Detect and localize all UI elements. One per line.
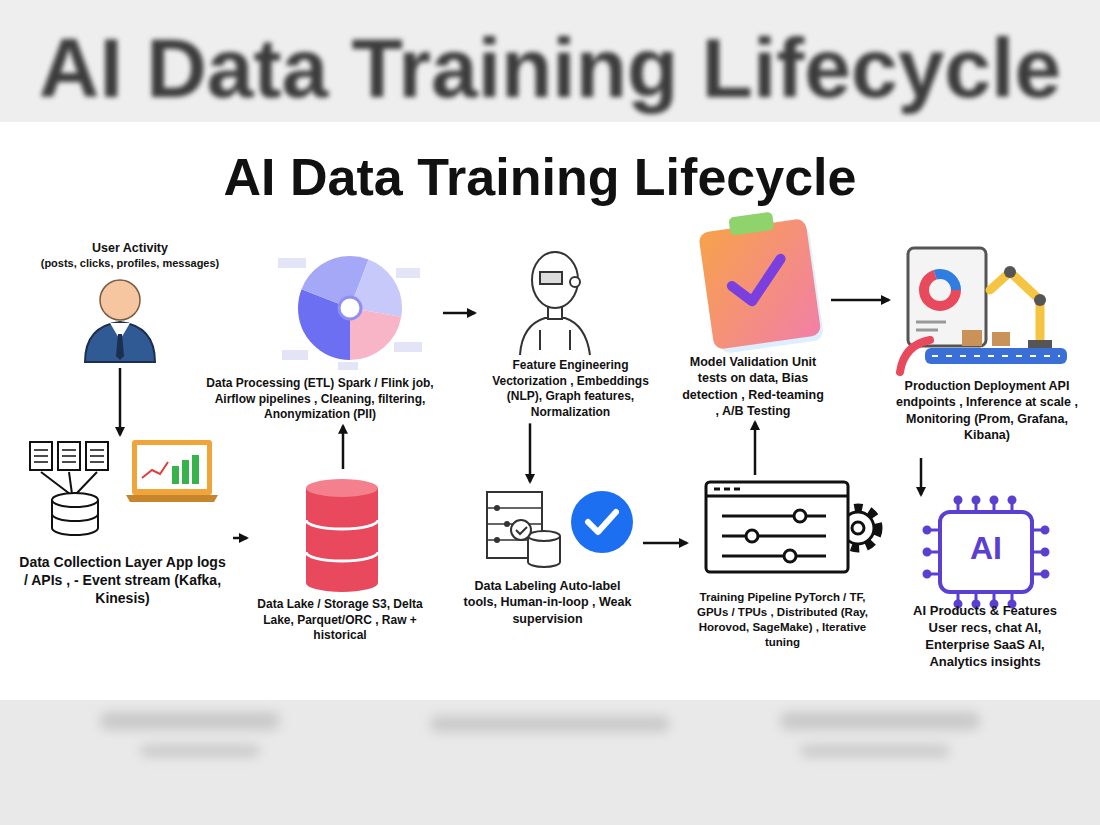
process-node: Data Lake / Storage S3, Delta Lake, Parq… (250, 472, 430, 647)
blurred-title: AI Data Training Lifecycle (0, 22, 1100, 114)
node-heading: Data Labeling Auto-label tools, Human-in… (458, 578, 637, 627)
process-node: Model Validation Unit tests on data, Bia… (678, 210, 828, 419)
chip-icon (924, 497, 1048, 607)
chip-label: AI (940, 531, 1032, 566)
process-node: Training Pipeline PyTorch / TF, GPUs / T… (690, 478, 875, 653)
processing-chart (278, 258, 422, 370)
node-heading: Model Validation Unit tests on data, Bia… (681, 354, 825, 419)
process-node: Data Labeling Auto-label tools, Human-in… (455, 485, 640, 627)
flow-arrow (342, 426, 345, 469)
node-heading: Production Deployment API endpoints , In… (895, 378, 1079, 443)
node-heading: Data Collection Layer App logs / APIs , … (18, 553, 227, 608)
laptop-icon (126, 440, 218, 502)
diagram-title: AI Data Training Lifecycle (0, 146, 1080, 208)
database-icon (306, 479, 378, 592)
documents-icon (30, 442, 108, 535)
flow-arrow (529, 423, 532, 482)
labeling-icon (487, 491, 633, 567)
node-text: (posts, clicks, profiles, messages) (23, 256, 237, 270)
process-node: Feature Engineering Vectorization , Embe… (478, 248, 663, 420)
flow-arrow (443, 312, 475, 315)
process-node: Production Deployment API endpoints , In… (892, 230, 1082, 455)
node-heading: Data Lake / Storage S3, Delta Lake, Parq… (253, 597, 427, 644)
flow-arrow (233, 537, 247, 540)
robot-icon (520, 252, 590, 355)
flow-arrow (119, 368, 122, 435)
training-icon (706, 482, 878, 572)
flow-arrow (643, 542, 687, 545)
flow-arrow (920, 458, 923, 495)
node-heading: Data Processing (ETL) Spark / Flink job,… (203, 376, 437, 423)
flow-arrow (754, 422, 757, 475)
process-node: Data Processing (ETL) Spark / Flink job,… (200, 248, 440, 423)
process-node: AI Products & Features User recs, chat A… (905, 498, 1065, 678)
production-icon (900, 248, 1067, 372)
node-heading: Feature Engineering Vectorization , Embe… (481, 358, 660, 420)
person-icon (85, 280, 155, 362)
process-node: User Activity(posts, clicks, profiles, m… (20, 240, 240, 365)
node-heading: User Activity (23, 240, 237, 256)
process-node: Data Collection Layer App logs / APIs , … (15, 438, 230, 618)
node-heading: Training Pipeline PyTorch / TF, GPUs / T… (693, 590, 872, 650)
flow-arrow (831, 299, 889, 302)
clipboard-icon (697, 207, 825, 355)
node-heading: AI Products & Features User recs, chat A… (908, 603, 1062, 671)
